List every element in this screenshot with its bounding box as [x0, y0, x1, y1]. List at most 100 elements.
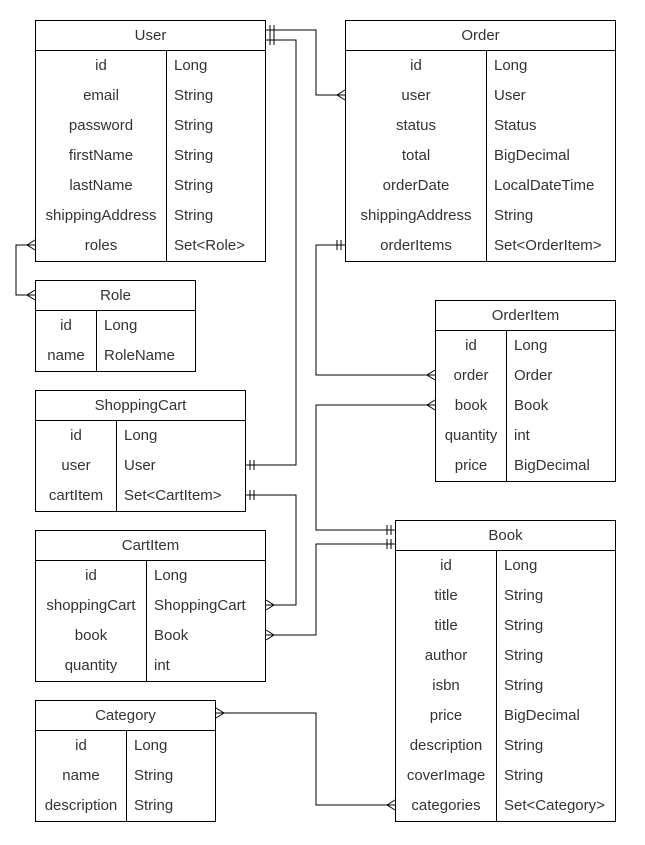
field-type: String: [504, 737, 544, 754]
field-type: String: [174, 207, 214, 224]
field-row: user User: [36, 451, 245, 481]
field-name: title: [396, 611, 497, 641]
many-marker: [386, 799, 396, 811]
field-type: Status: [494, 117, 537, 134]
connector-line: [15, 244, 35, 296]
field-name: id: [36, 731, 127, 761]
field-name: id: [436, 331, 507, 361]
connector-line: [315, 404, 435, 531]
field-row: id Long: [36, 561, 265, 591]
field-type: String: [174, 117, 214, 134]
field-name: roles: [36, 231, 167, 261]
field-type: LocalDateTime: [494, 177, 595, 194]
field-type: BigDecimal: [514, 457, 590, 474]
field-row: total BigDecimal: [346, 141, 615, 171]
field-row: order Order: [436, 361, 615, 391]
connector-line: [266, 29, 345, 96]
field-name: status: [346, 111, 487, 141]
field-name: user: [346, 81, 487, 111]
field-type: String: [504, 617, 544, 634]
field-type: Set<Category>: [504, 797, 605, 814]
field-name: cartItem: [36, 481, 117, 511]
field-type: String: [134, 767, 174, 784]
field-type: BigDecimal: [494, 147, 570, 164]
field-type: BigDecimal: [504, 707, 580, 724]
field-type: String: [174, 147, 214, 164]
field-type: String: [174, 87, 214, 104]
field-name: orderDate: [346, 171, 487, 201]
field-name: order: [436, 361, 507, 391]
field-type: Long: [104, 317, 138, 334]
field-name: book: [436, 391, 507, 421]
field-name: quantity: [36, 651, 147, 681]
field-type: int: [514, 427, 530, 444]
field-name: author: [396, 641, 497, 671]
many-marker: [426, 399, 436, 411]
entity-title: Book: [396, 521, 615, 551]
field-type: Order: [514, 367, 553, 384]
field-type: String: [504, 647, 544, 664]
field-name: shippingAddress: [346, 201, 487, 231]
field-type: Set<OrderItem>: [494, 237, 602, 254]
connector-line: [246, 39, 297, 466]
field-name: firstName: [36, 141, 167, 171]
field-row: price BigDecimal: [396, 701, 615, 731]
field-row: name RoleName: [36, 341, 195, 371]
field-row: categories Set<Category>: [396, 791, 615, 821]
field-name: id: [346, 51, 487, 81]
field-name: lastName: [36, 171, 167, 201]
field-type: Long: [174, 57, 208, 74]
connector-line: [315, 244, 435, 376]
field-row: quantity int: [36, 651, 265, 681]
field-name: password: [36, 111, 167, 141]
field-name: id: [396, 551, 497, 581]
field-name: price: [396, 701, 497, 731]
field-name: title: [396, 581, 497, 611]
field-type: String: [134, 797, 174, 814]
many-marker: [336, 89, 346, 101]
many-marker: [265, 629, 275, 641]
field-type: int: [154, 657, 170, 674]
entity-title: CartItem: [36, 531, 265, 561]
field-name: orderItems: [346, 231, 487, 261]
field-row: orderDate LocalDateTime: [346, 171, 615, 201]
field-name: id: [36, 561, 147, 591]
field-type: Long: [124, 427, 158, 444]
entity-title: Order: [346, 21, 615, 51]
field-name: name: [36, 341, 97, 371]
field-name: id: [36, 51, 167, 81]
field-name: coverImage: [396, 761, 497, 791]
entity-title: User: [36, 21, 265, 51]
field-name: shippingAddress: [36, 201, 167, 231]
field-row: id Long: [36, 51, 265, 81]
field-row: password String: [36, 111, 265, 141]
field-type: User: [124, 457, 156, 474]
field-name: name: [36, 761, 127, 791]
entity-title: Category: [36, 701, 215, 731]
field-name: description: [396, 731, 497, 761]
field-type: Long: [154, 567, 188, 584]
field-type: RoleName: [104, 347, 175, 364]
field-name: total: [346, 141, 487, 171]
field-name: categories: [396, 791, 497, 821]
field-name: user: [36, 451, 117, 481]
field-row: description String: [396, 731, 615, 761]
field-name: id: [36, 311, 97, 341]
